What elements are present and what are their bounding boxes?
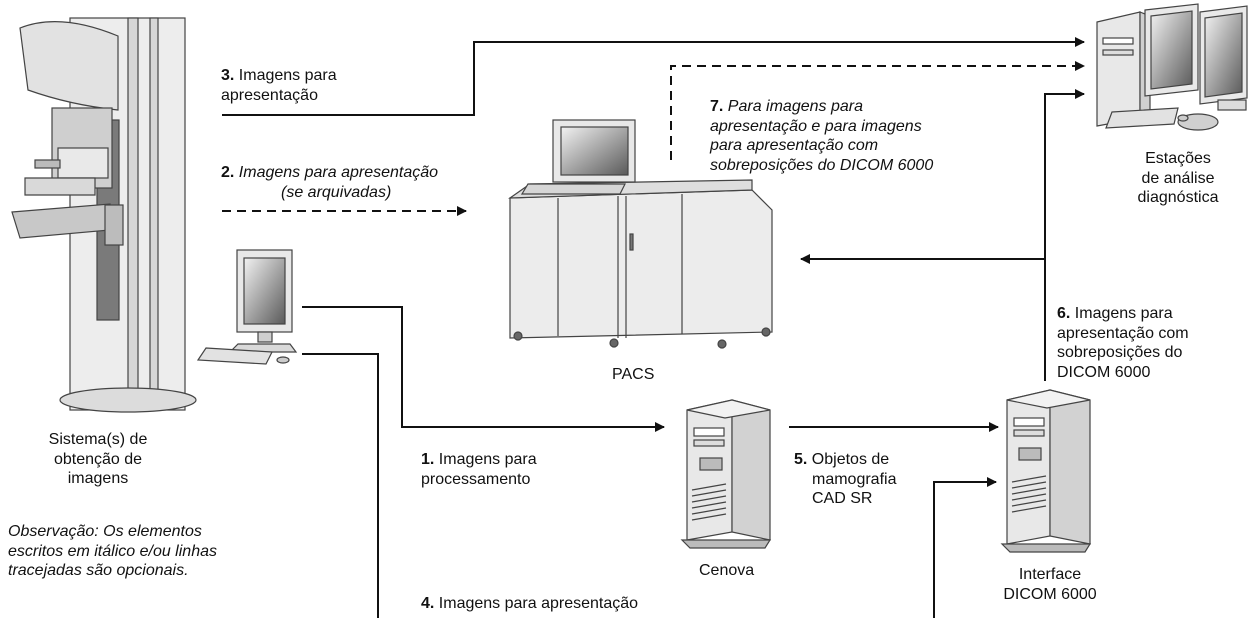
flow-1-text-1: Imagens para <box>438 451 537 468</box>
cenova-server-icon <box>680 399 772 549</box>
flow-2-text-1: Imagens para apresentação <box>238 164 439 181</box>
dicom-interface-server-icon <box>1000 389 1092 553</box>
flow-1-number: 1. <box>421 451 435 468</box>
flow-6-text-3: sobreposições do <box>1057 344 1183 361</box>
flow-6-number: 6. <box>1057 305 1071 322</box>
pacs-label: PACS <box>612 366 655 383</box>
flow-6-text-2: apresentação com <box>1057 324 1189 342</box>
cenova-label: Cenova <box>699 562 755 579</box>
flow-4-number: 4. <box>421 595 435 612</box>
imaging-text-2: obtenção de <box>53 450 143 468</box>
flow-4-dicom-arrow <box>933 477 997 618</box>
note-text-2: escritos em itálico e/ou linhas <box>8 542 217 560</box>
flow-7-text-2: apresentação e para imagens <box>710 117 922 135</box>
flow-6-stations-arrow <box>1044 89 1085 381</box>
stations-text-3: diagnóstica <box>1137 189 1219 206</box>
flow-1-label: 1. Imagens para processamento <box>421 450 537 489</box>
flow-7-text-4: sobreposições do DICOM 6000 <box>710 156 934 174</box>
flow-5-label: 5. Objetos de mamografia CAD SR <box>794 450 896 509</box>
note-label: Observação: Os elementos escritos em itá… <box>8 522 217 581</box>
flow-7-arrow <box>670 61 1085 160</box>
review-stations-icon <box>1096 3 1248 131</box>
flow-7-label: 7. Para imagens para apresentação e para… <box>710 97 933 175</box>
acquisition-workstation-icon <box>196 249 298 365</box>
mammography-system-icon <box>11 17 197 413</box>
flow-5-number: 5. <box>794 451 808 468</box>
flow-3-text-2: apresentação <box>221 86 318 104</box>
flow-4-line <box>302 353 379 618</box>
stations-label: Estações de análise diagnóstica <box>1118 149 1238 208</box>
flow-3-arrow <box>222 37 1085 116</box>
flow-1-arrow <box>302 306 665 432</box>
flow-5-text-2: mamografia <box>812 470 897 488</box>
imaging-system-label: Sistema(s) de obtenção de imagens <box>38 430 158 489</box>
flow-7-text-3: para apresentação com <box>710 137 879 154</box>
stations-text-1: Estações <box>1145 150 1211 167</box>
flow-5-text-3: CAD SR <box>812 490 873 507</box>
note-text-1: Observação: Os elementos <box>8 523 202 540</box>
dicom-text-1: Interface <box>1018 566 1082 583</box>
dicom-interface-label: Interface DICOM 6000 <box>990 565 1110 604</box>
flow-7-number: 7. <box>710 98 724 115</box>
stations-text-2: de análise <box>1141 169 1215 187</box>
flow-3-text-1: Imagens para <box>238 67 337 84</box>
flow-6-text-4: DICOM 6000 <box>1057 363 1151 381</box>
flow-1-text-2: processamento <box>421 470 531 488</box>
flow-6-text-1: Imagens para <box>1074 305 1173 322</box>
pacs-server-icon <box>508 119 773 349</box>
flow-3-number: 3. <box>221 67 235 84</box>
flow-2-label: 2. Imagens para apresentação (se arquiva… <box>221 163 438 202</box>
dicom-text-2: DICOM 6000 <box>1003 585 1097 603</box>
flow-7-text-1: Para imagens para <box>727 98 863 115</box>
flow-6-label: 6. Imagens para apresentação com sobrepo… <box>1057 304 1189 382</box>
flow-4-text-1: Imagens para apresentação <box>438 595 639 612</box>
flow-5-text-1: Objetos de <box>811 451 890 468</box>
connectors <box>222 37 1085 618</box>
flow-2-text-2: (se arquivadas) <box>281 183 392 201</box>
flow-4-label: 4. Imagens para apresentação <box>421 594 638 614</box>
imaging-text-3: imagens <box>67 470 129 487</box>
note-text-3: tracejadas são opcionais. <box>8 562 189 579</box>
flow-3-label: 3. Imagens para apresentação <box>221 66 337 105</box>
flow-2-number: 2. <box>221 164 235 181</box>
imaging-text-1: Sistema(s) de <box>48 431 148 448</box>
